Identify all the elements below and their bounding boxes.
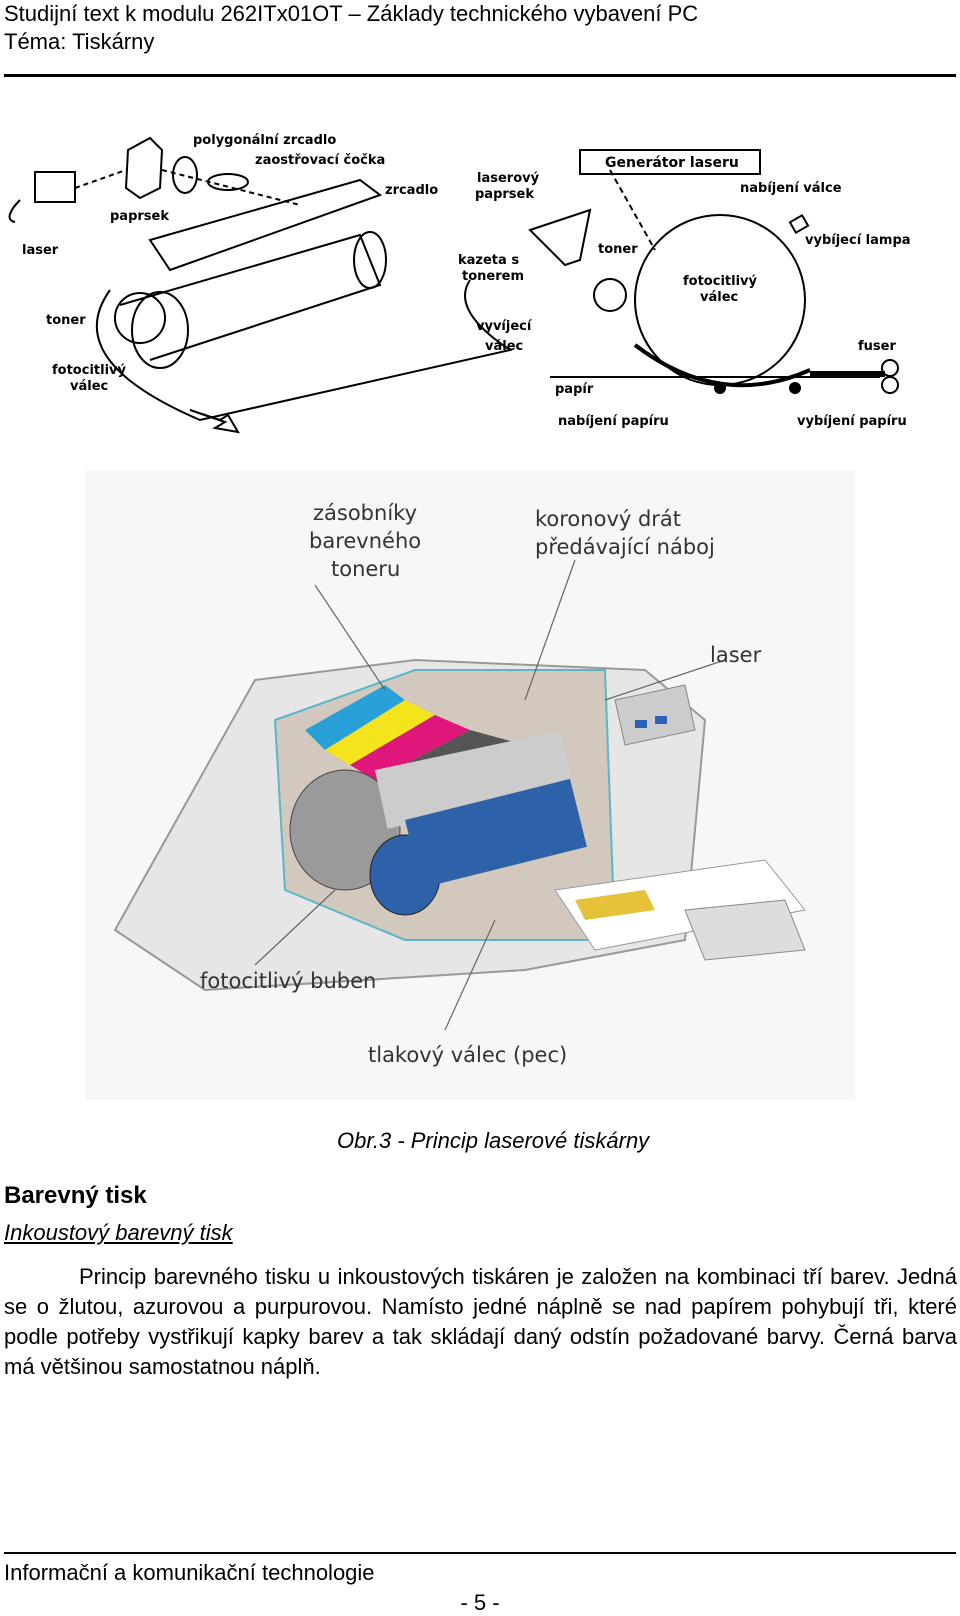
label-fuser: fuser	[858, 339, 896, 354]
label-toner-reservoirs-line2: barevného	[309, 529, 421, 553]
label-laser-2: laser	[710, 643, 762, 667]
paper-sheet-icon	[95, 279, 513, 422]
body-paragraph: Princip barevného tisku u inkoustových t…	[4, 1264, 957, 1379]
label-laser-beam-line1: laserový	[477, 171, 540, 186]
label-developer-line2: válec	[485, 339, 523, 354]
yellow-toner-icon	[325, 700, 435, 765]
label-corona-line2: předávající náboj	[535, 535, 715, 559]
section-title: Barevný tisk	[4, 1182, 147, 1209]
focus-lens-icon	[172, 156, 198, 194]
label-laser: laser	[22, 243, 59, 258]
label-mirror: zrcadlo	[385, 183, 438, 198]
label-polygon-mirror: polygonální zrcadlo	[193, 133, 336, 148]
magenta-toner-icon	[350, 715, 470, 780]
label-developer-line1: vyvíjecí	[476, 319, 533, 334]
header-line-2: Téma: Tiskárny	[4, 29, 155, 54]
label-toner-2: toner	[598, 242, 638, 257]
label-cartridge-line1: kazeta s	[458, 253, 519, 268]
footer-org: Informační a komunikační technologie	[4, 1560, 375, 1585]
mirror-bar-icon	[148, 178, 383, 272]
label-generator: Generátor laseru	[605, 155, 739, 171]
laser-module-icon	[34, 171, 76, 203]
label-focus-lens: zaostřovací čočka	[255, 153, 385, 168]
label-laser-beam-line2: paprsek	[475, 187, 534, 202]
label-paper-discharge: vybíjení papíru	[797, 414, 907, 429]
label-toner-reservoirs-line3: toneru	[331, 557, 400, 581]
label-pressure-roller: tlakový válec (pec)	[368, 1043, 567, 1067]
page-header: Studijní text k modulu 262ITx01OT – Zákl…	[4, 0, 698, 56]
footer-rule	[4, 1552, 956, 1554]
cyan-toner-icon	[305, 685, 405, 750]
laser-printer-schematic: polygonální zrcadlo zaostřovací čočka zr…	[8, 133, 911, 434]
polygon-mirror-icon	[124, 136, 164, 200]
drum-icon	[119, 233, 382, 361]
label-charge-drum: nabíjení válce	[740, 181, 842, 196]
label-toner-reservoirs-line1: zásobníky	[313, 501, 417, 525]
label-toner: toner	[46, 313, 86, 328]
label-beam: paprsek	[110, 209, 169, 224]
header-rule	[4, 74, 956, 77]
label-photosensitive-drum: fotocitlivý buben	[200, 969, 376, 993]
toner-cartridge-icon	[528, 208, 592, 267]
discharge-lamp-icon	[788, 213, 810, 235]
label-corona-line1: koronový drát	[535, 507, 681, 531]
label-cartridge-line2: tonerem	[462, 269, 524, 284]
label-discharge-lamp: vybíjecí lampa	[805, 233, 911, 248]
page-number: - 5 -	[460, 1590, 500, 1615]
header-line-1: Studijní text k modulu 262ITx01OT – Zákl…	[4, 1, 699, 26]
label-drum2-line1: fotocitlivý	[683, 274, 757, 289]
label-drum2-line2: válec	[700, 290, 738, 305]
label-drum-line1: fotocitlivý	[52, 363, 126, 378]
developer-roller-icon	[593, 278, 627, 312]
figure-caption: Obr.3 - Princip laserové tiskárny	[337, 1128, 650, 1153]
color-laser-printer-illustration: zásobníky barevného toneru koronový drát…	[85, 470, 855, 1100]
label-paper: papír	[555, 382, 594, 397]
label-drum-line2: válec	[70, 379, 108, 394]
label-paper-charge: nabíjení papíru	[558, 414, 669, 429]
section-subtitle: Inkoustový barevný tisk	[4, 1220, 233, 1245]
laser-generator-box	[579, 149, 761, 175]
